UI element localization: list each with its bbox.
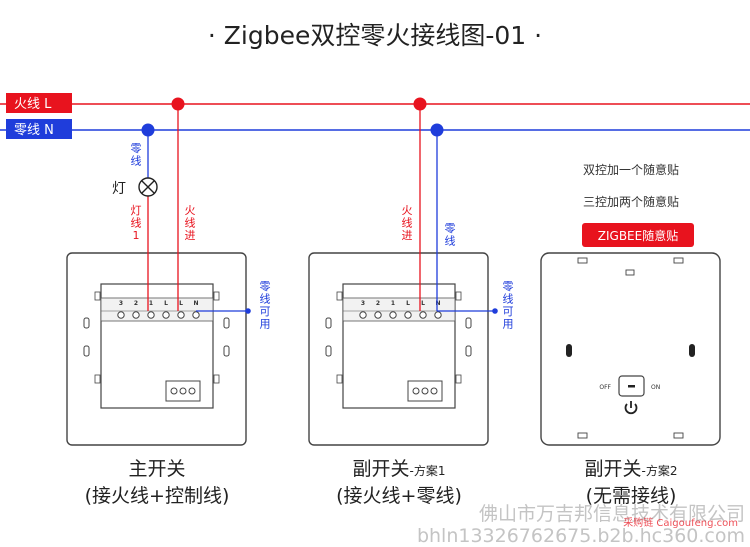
watermark-company: 佛山市万吉邦信息技术有限公司 — [479, 503, 745, 525]
sub1-terminal-1: 1 — [391, 300, 395, 307]
lamp-label: 灯 — [112, 181, 126, 197]
zigbee-sticker-badge: ZIGBEE随意贴 — [582, 223, 694, 247]
lamp-icon — [138, 177, 158, 197]
sub1-terminal-l1: L — [406, 300, 410, 307]
live-wire-tag: 火线 L — [6, 93, 72, 113]
sub1-terminal-l2: L — [421, 300, 425, 307]
main-terminal-3: 3 — [119, 300, 123, 307]
sub1-caption-sub: (接火线+零线) — [336, 485, 462, 507]
sub2-on-label: ON — [651, 384, 660, 391]
main-live-in-label: 火线进 — [185, 204, 196, 242]
sticker-note-dual: 双控加一个随意贴 — [583, 162, 679, 177]
sub1-neutral-label: 零线 — [445, 222, 456, 248]
main-terminal-l2: L — [179, 300, 183, 307]
power-icon — [624, 401, 638, 415]
lamp-neutral-label: 零线 — [131, 142, 142, 168]
sub2-caption-suffix: -方案2 — [642, 463, 678, 478]
sub1-caption-main: 副开关 — [353, 458, 410, 480]
main-terminal-1: 1 — [149, 300, 153, 307]
sub1-live-in-label: 火线进 — [402, 204, 413, 242]
sub1-caption: 副开关-方案1 — [353, 458, 446, 480]
sub1-terminal-2: 2 — [376, 300, 380, 307]
sub1-neutral-optional-label: 零线可用 — [503, 280, 514, 331]
sub2-caption: 副开关-方案2 — [585, 458, 678, 480]
sub2-caption-main: 副开关 — [585, 458, 642, 480]
neutral-wire-tag: 零线 N — [6, 119, 72, 139]
main-switch-caption: 主开关 — [128, 458, 185, 480]
sticker-note-triple: 三控加两个随意贴 — [583, 194, 679, 209]
sub2-caption-sub: (无需接线) — [586, 485, 677, 507]
watermark-red: 采购链 Caigoufeng.com — [623, 516, 738, 529]
sub1-caption-suffix: -方案1 — [410, 463, 446, 478]
sub2-off-label: OFF — [599, 384, 611, 391]
sub1-terminal-block — [342, 297, 456, 322]
main-terminal-l1: L — [164, 300, 168, 307]
main-switch-caption-sub: (接火线+控制线) — [85, 485, 230, 507]
main-switch: 3 2 1 L L N — [66, 252, 247, 446]
sub-switch-2: OFF ON — [540, 252, 721, 446]
sub2-switch-frame — [540, 252, 721, 446]
sub1-terminal-n: N — [435, 300, 440, 307]
main-neutral-optional-label: 零线可用 — [260, 280, 271, 331]
sub1-terminal-3: 3 — [361, 300, 365, 307]
main-terminal-2: 2 — [134, 300, 138, 307]
main-terminal-n: N — [193, 300, 198, 307]
sub-switch-1: 3 2 1 L L N — [308, 252, 489, 446]
live-wire-label: 火线 L — [14, 97, 52, 112]
watermark-url: bhln13326762675.b2b.hc360.com — [417, 525, 745, 547]
zigbee-sticker-badge-label: ZIGBEE随意贴 — [598, 228, 678, 243]
neutral-wire-label: 零线 N — [14, 123, 54, 138]
main-terminal-block — [100, 297, 214, 322]
page-title: · Zigbee双控零火接线图-01 · — [208, 21, 542, 50]
